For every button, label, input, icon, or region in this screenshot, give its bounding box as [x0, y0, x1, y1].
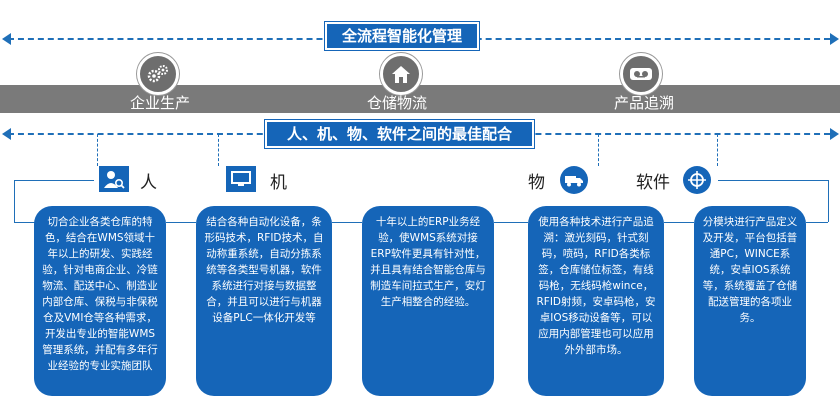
connector-ren: [97, 134, 98, 166]
bracket-right-top: [718, 180, 828, 181]
mid-banner: 人、机、物、软件之间的最佳配合: [265, 120, 534, 148]
category-wu: 物: [528, 173, 545, 193]
tape-icon: [620, 53, 662, 95]
bracket-right-bottom: [806, 222, 828, 223]
bracket-right-side: [828, 180, 829, 222]
connector-ji: [218, 134, 219, 166]
stage-warehousing: 仓储物流: [366, 94, 427, 112]
category-ruanjian: 软件: [636, 173, 670, 193]
person-search-icon: [99, 166, 129, 192]
top-banner: 全流程智能化管理: [325, 22, 479, 50]
monitor-icon: [226, 166, 256, 192]
card-erp: 十年以上的ERP业务经验，使WMS系统对接ERP软件更具有针对性，并且具有结合智…: [362, 206, 494, 396]
warehouse-icon: [380, 53, 422, 95]
card-ji: 结合各种自动化设备，条形码技术，RFID技术，自动称重系统，自动分拣系统等各类型…: [196, 206, 332, 396]
link-2-3: [332, 222, 362, 223]
gears-icon: [137, 53, 179, 95]
card-ren: 切合企业各类仓库的特色，结合在WMS领域十年以上的研发、实践经验，针对电商企业、…: [34, 206, 166, 396]
bracket-left-top: [14, 180, 94, 181]
process-band: [0, 85, 840, 113]
card-ruanjian: 分模块进行产品定义及开发，平台包括普通PC，WINCE系统，安卓IOS系统等，系…: [694, 206, 806, 396]
crosshair-icon: [683, 166, 711, 194]
link-3-4: [494, 222, 528, 223]
link-4-5: [664, 222, 694, 223]
category-ren: 人: [140, 173, 157, 193]
connector-ruanjian: [717, 134, 718, 166]
category-ji: 机: [270, 173, 287, 193]
bracket-left-side: [14, 180, 15, 222]
truck-icon: [560, 166, 588, 194]
bracket-left-bottom: [14, 222, 36, 223]
top-arrow-left-head: [2, 33, 11, 45]
link-1-2: [166, 222, 196, 223]
connector-wu: [598, 134, 599, 166]
mid-arrow-right-head: [830, 128, 839, 140]
top-arrow-right-head: [830, 33, 839, 45]
card-wu: 使用各种技术进行产品追溯：激光刻码，针式刻码，喷码，RFID各类标签，仓库储位标…: [528, 206, 664, 396]
stage-traceability: 产品追溯: [613, 94, 674, 112]
mid-arrow-left-head: [2, 128, 11, 140]
stage-production: 企业生产: [129, 94, 190, 112]
